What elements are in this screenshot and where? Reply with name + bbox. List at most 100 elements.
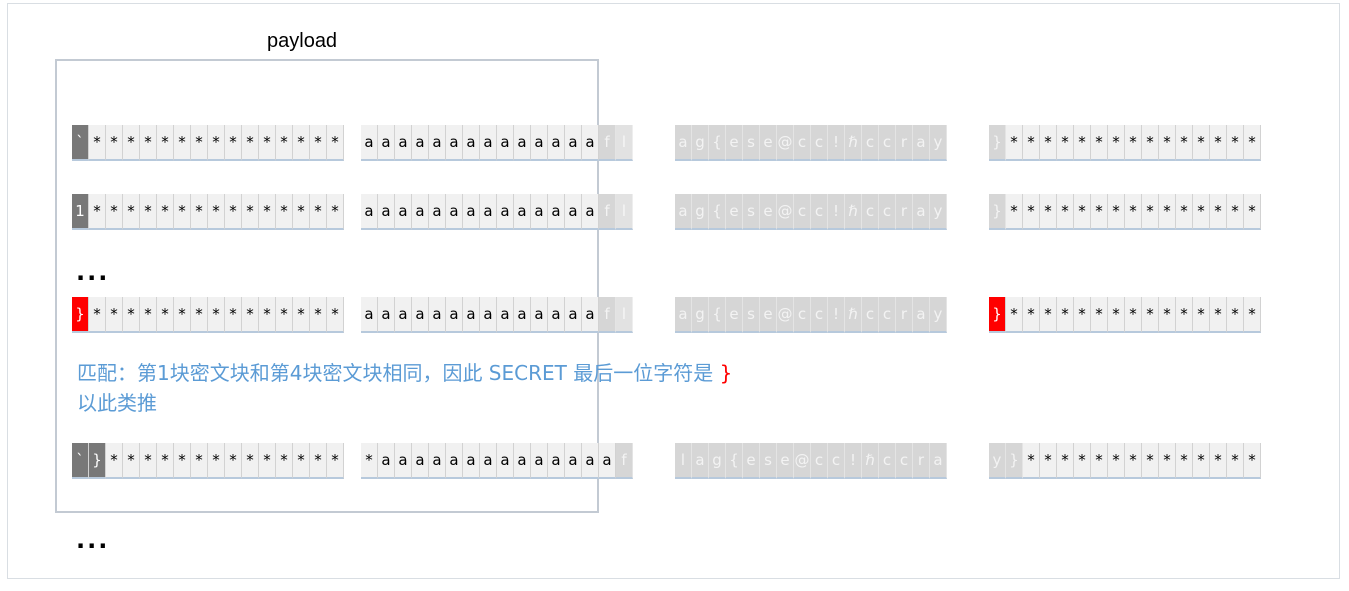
- byte-cell: s: [743, 125, 760, 161]
- byte-cell: @: [794, 443, 811, 479]
- byte-cell: *: [174, 125, 191, 161]
- byte-cell: a: [497, 194, 514, 230]
- byte-cell: g: [692, 194, 709, 230]
- byte-cell: *: [1159, 443, 1176, 479]
- byte-cell: r: [913, 443, 930, 479]
- byte-cell: *: [1108, 297, 1125, 333]
- byte-cell: c: [794, 125, 811, 161]
- byte-cell: *: [1244, 194, 1261, 230]
- byte-cell: *: [276, 297, 293, 333]
- byte-cell: }: [989, 297, 1006, 333]
- byte-cell: *: [208, 443, 225, 479]
- byte-cell: a: [412, 194, 429, 230]
- byte-cell: a: [531, 194, 548, 230]
- byte-cell: *: [106, 194, 123, 230]
- byte-cell: y: [930, 297, 947, 333]
- byte-cell: *: [1142, 297, 1159, 333]
- byte-cell: g: [692, 297, 709, 333]
- byte-cell: *: [1193, 297, 1210, 333]
- byte-cell: e: [760, 297, 777, 333]
- byte-cell: a: [692, 443, 709, 479]
- byte-cell: *: [242, 297, 259, 333]
- byte-cell: *: [1210, 125, 1227, 161]
- byte-cell: *: [157, 125, 174, 161]
- byte-cell: *: [1227, 297, 1244, 333]
- byte-cell: a: [531, 125, 548, 161]
- byte-cell: *: [140, 443, 157, 479]
- row2-block4: }***************: [989, 194, 1261, 230]
- byte-cell: *: [1176, 443, 1193, 479]
- row1-block1: `***************: [72, 125, 344, 161]
- byte-cell: a: [514, 194, 531, 230]
- match-note: 匹配：第1块密文块和第4块密文块相同，因此 SECRET 最后一位字符是 } 以…: [77, 358, 732, 418]
- byte-cell: a: [913, 297, 930, 333]
- byte-cell: a: [395, 194, 412, 230]
- byte-cell: a: [378, 125, 395, 161]
- byte-cell: e: [743, 443, 760, 479]
- byte-cell: *: [208, 194, 225, 230]
- byte-cell: e: [760, 125, 777, 161]
- byte-cell: @: [777, 125, 794, 161]
- byte-cell: *: [208, 125, 225, 161]
- row4-block1: `}**************: [72, 443, 344, 479]
- byte-cell: *: [1227, 194, 1244, 230]
- byte-cell: *: [1023, 194, 1040, 230]
- byte-cell: *: [208, 297, 225, 333]
- byte-cell: *: [327, 443, 344, 479]
- byte-cell: `: [72, 125, 89, 161]
- byte-cell: f: [599, 297, 616, 333]
- byte-cell: e: [726, 297, 743, 333]
- byte-cell: a: [378, 194, 395, 230]
- byte-cell: *: [89, 194, 106, 230]
- byte-cell: *: [327, 194, 344, 230]
- byte-cell: a: [463, 297, 480, 333]
- byte-cell: a: [446, 125, 463, 161]
- row2-block1: 1***************: [72, 194, 344, 230]
- byte-cell: c: [879, 443, 896, 479]
- byte-cell: *: [1244, 125, 1261, 161]
- byte-cell: e: [726, 125, 743, 161]
- byte-cell: *: [259, 194, 276, 230]
- byte-cell: l: [616, 125, 633, 161]
- byte-cell: a: [913, 194, 930, 230]
- byte-cell: !: [828, 125, 845, 161]
- byte-cell: a: [361, 194, 378, 230]
- byte-cell: *: [259, 443, 276, 479]
- byte-cell: *: [1159, 125, 1176, 161]
- byte-cell: *: [123, 194, 140, 230]
- byte-cell: a: [412, 443, 429, 479]
- byte-cell: c: [862, 297, 879, 333]
- byte-cell: *: [276, 443, 293, 479]
- byte-cell: a: [446, 194, 463, 230]
- byte-cell: *: [1074, 443, 1091, 479]
- byte-cell: c: [879, 194, 896, 230]
- row3-block1: }***************: [72, 297, 344, 333]
- byte-cell: s: [760, 443, 777, 479]
- byte-cell: *: [225, 125, 242, 161]
- byte-cell: *: [293, 297, 310, 333]
- byte-cell: a: [395, 125, 412, 161]
- byte-cell: a: [429, 443, 446, 479]
- row4-block4: y}**************: [989, 443, 1261, 479]
- byte-cell: *: [1057, 297, 1074, 333]
- byte-cell: *: [361, 443, 378, 479]
- byte-cell: *: [191, 297, 208, 333]
- byte-cell: *: [259, 297, 276, 333]
- byte-cell: s: [743, 194, 760, 230]
- byte-cell: *: [1006, 297, 1023, 333]
- byte-cell: e: [777, 443, 794, 479]
- byte-cell: *: [1142, 125, 1159, 161]
- byte-cell: ℏ: [862, 443, 879, 479]
- byte-cell: c: [862, 194, 879, 230]
- byte-cell: a: [497, 443, 514, 479]
- byte-cell: a: [582, 297, 599, 333]
- byte-cell: c: [862, 125, 879, 161]
- byte-cell: a: [514, 297, 531, 333]
- byte-cell: a: [497, 125, 514, 161]
- byte-cell: *: [225, 443, 242, 479]
- byte-cell: *: [1193, 194, 1210, 230]
- byte-cell: a: [429, 194, 446, 230]
